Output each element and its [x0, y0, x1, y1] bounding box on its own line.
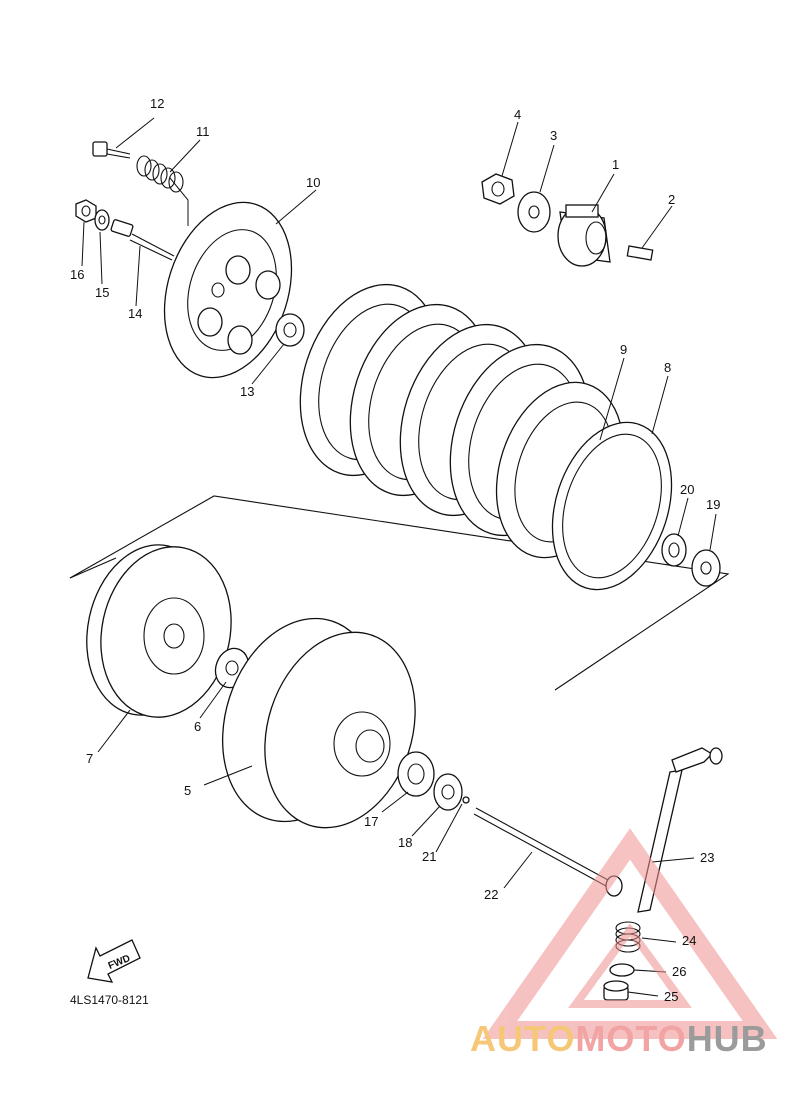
washer-3: [517, 191, 551, 233]
watermark-triangle: [482, 828, 778, 1039]
callout-18: 18: [398, 835, 413, 850]
callout-3: 3: [550, 128, 558, 143]
nut-16: [75, 199, 97, 223]
callout-23: 23: [700, 850, 715, 865]
washer-18: [433, 773, 463, 811]
primary-driven-gear: [86, 544, 232, 718]
lock-washer-19: [691, 549, 721, 587]
pressure-plate: [163, 201, 293, 379]
washer-15: [94, 209, 110, 231]
primary-driven-gear-boss-1: [557, 204, 611, 267]
leader-lines: [81, 117, 717, 997]
fwd-arrow-icon: [87, 939, 141, 983]
ball-21: [462, 796, 470, 804]
callout-21: 21: [422, 849, 437, 864]
clutch-spring: [136, 155, 184, 193]
callout-7: 7: [86, 751, 94, 766]
callout-12: 12: [150, 96, 165, 111]
watermark-brand: AUTOMOTOHUB: [470, 1018, 768, 1060]
watermark-auto: AUTO: [470, 1018, 576, 1059]
assembly-outline-side: [69, 557, 117, 579]
nut-4: [481, 173, 515, 205]
callout-19: 19: [706, 497, 721, 512]
callout-16: 16: [70, 267, 85, 282]
pin-2: [626, 245, 654, 261]
thrust-washer-17: [397, 751, 435, 797]
callout-25: 25: [664, 989, 679, 1004]
callout-5: 5: [184, 783, 192, 798]
diagram-code: 4LS1470-8121: [70, 993, 149, 1007]
callout-1: 1: [612, 157, 620, 172]
watermark-hub: HUB: [686, 1018, 768, 1059]
callout-8: 8: [664, 360, 672, 375]
push-rod-14: [110, 219, 175, 261]
bearing-20: [661, 533, 687, 567]
callout-6: 6: [194, 719, 202, 734]
callout-13: 13: [240, 384, 255, 399]
callout-9: 9: [620, 342, 628, 357]
callout-22: 22: [484, 887, 499, 902]
callout-4: 4: [514, 107, 522, 122]
watermark-moto: MOTO: [575, 1018, 687, 1059]
callout-24: 24: [682, 933, 697, 948]
friction-plate-stack: [299, 283, 673, 591]
callout-14: 14: [128, 306, 143, 321]
nut-13: [275, 313, 305, 347]
clutch-bolt: [92, 141, 131, 159]
callout-10: 10: [306, 175, 321, 190]
callout-2: 2: [668, 192, 676, 207]
callout-11: 11: [196, 124, 210, 139]
washer-26: [609, 963, 635, 977]
callout-17: 17: [364, 814, 379, 829]
callout-15: 15: [95, 285, 110, 300]
oil-seal-25: [603, 980, 629, 1001]
callout-20: 20: [680, 482, 695, 497]
callout-26: 26: [672, 964, 687, 979]
clutch-housing: [221, 617, 416, 829]
assembly-outline: [69, 495, 730, 691]
